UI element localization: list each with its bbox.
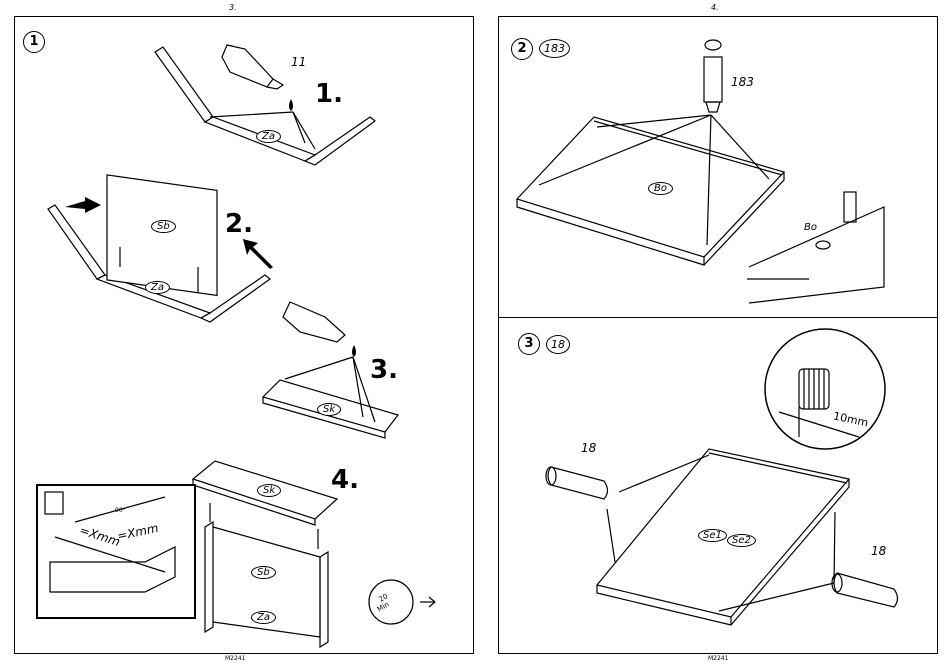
part-label-za: Za (256, 130, 281, 143)
part-label-sb-2: Sb (251, 566, 276, 579)
step-3-quantity: 18 (546, 335, 570, 354)
right-page-frame: 2 183 183 Bo Bo 3 18 18 18 Se1 Se2 10mm (498, 16, 938, 654)
detail-panel-bo (747, 192, 884, 303)
inset-angle: 90° (115, 507, 126, 514)
substep-4-label: 4. (331, 465, 359, 495)
part-label-se1: Se1 (698, 529, 727, 542)
glue-drop-icon-2 (352, 345, 356, 357)
dowel-left-icon (546, 467, 608, 499)
left-page-frame: 1 11 1. 2. 3. 4. Za Sb Za Sk Sk Sb Za =X… (14, 16, 474, 654)
right-page-number: 4. (711, 3, 719, 12)
step-3-callout-left: 18 (581, 441, 596, 455)
substep-1-label: 1. (315, 79, 343, 109)
glue-quantity: 11 (291, 55, 306, 69)
step-1-badge: 1 (23, 31, 45, 53)
substep-3-label: 3. (370, 355, 398, 385)
step-2-badge: 2 (511, 38, 533, 60)
left-page-number: 3. (229, 3, 237, 12)
right-footer-code: M2241 (708, 655, 728, 662)
cam-bolt-icon (704, 40, 722, 112)
part-label-se2: Se2 (727, 534, 756, 547)
dowel-right-icon (832, 573, 898, 607)
detail-label-bo: Bo (804, 222, 817, 233)
left-footer-code: M2241 (225, 655, 245, 662)
part-label-sk-2: Sk (257, 484, 281, 497)
step-2-quantity: 183 (539, 39, 570, 58)
part-label-za-2: Za (145, 281, 170, 294)
timer-icon (369, 580, 413, 624)
part-label-bo: Bo (648, 182, 673, 195)
left-illustration (15, 17, 475, 655)
substep-2-label: 2. (225, 209, 253, 239)
part-label-za-3: Za (251, 611, 276, 624)
glue-drop-icon (289, 99, 293, 111)
step-3-callout-right: 18 (871, 544, 886, 558)
insert-arrow-icon (65, 197, 101, 213)
part-label-sk: Sk (317, 403, 341, 416)
detail-magnifier (765, 329, 885, 449)
step-3-badge: 3 (518, 333, 540, 355)
drawer-frame-step2 (48, 175, 270, 322)
push-arrow-icon (243, 239, 273, 269)
step-2-callout: 183 (731, 75, 754, 89)
part-label-sb: Sb (151, 220, 176, 233)
